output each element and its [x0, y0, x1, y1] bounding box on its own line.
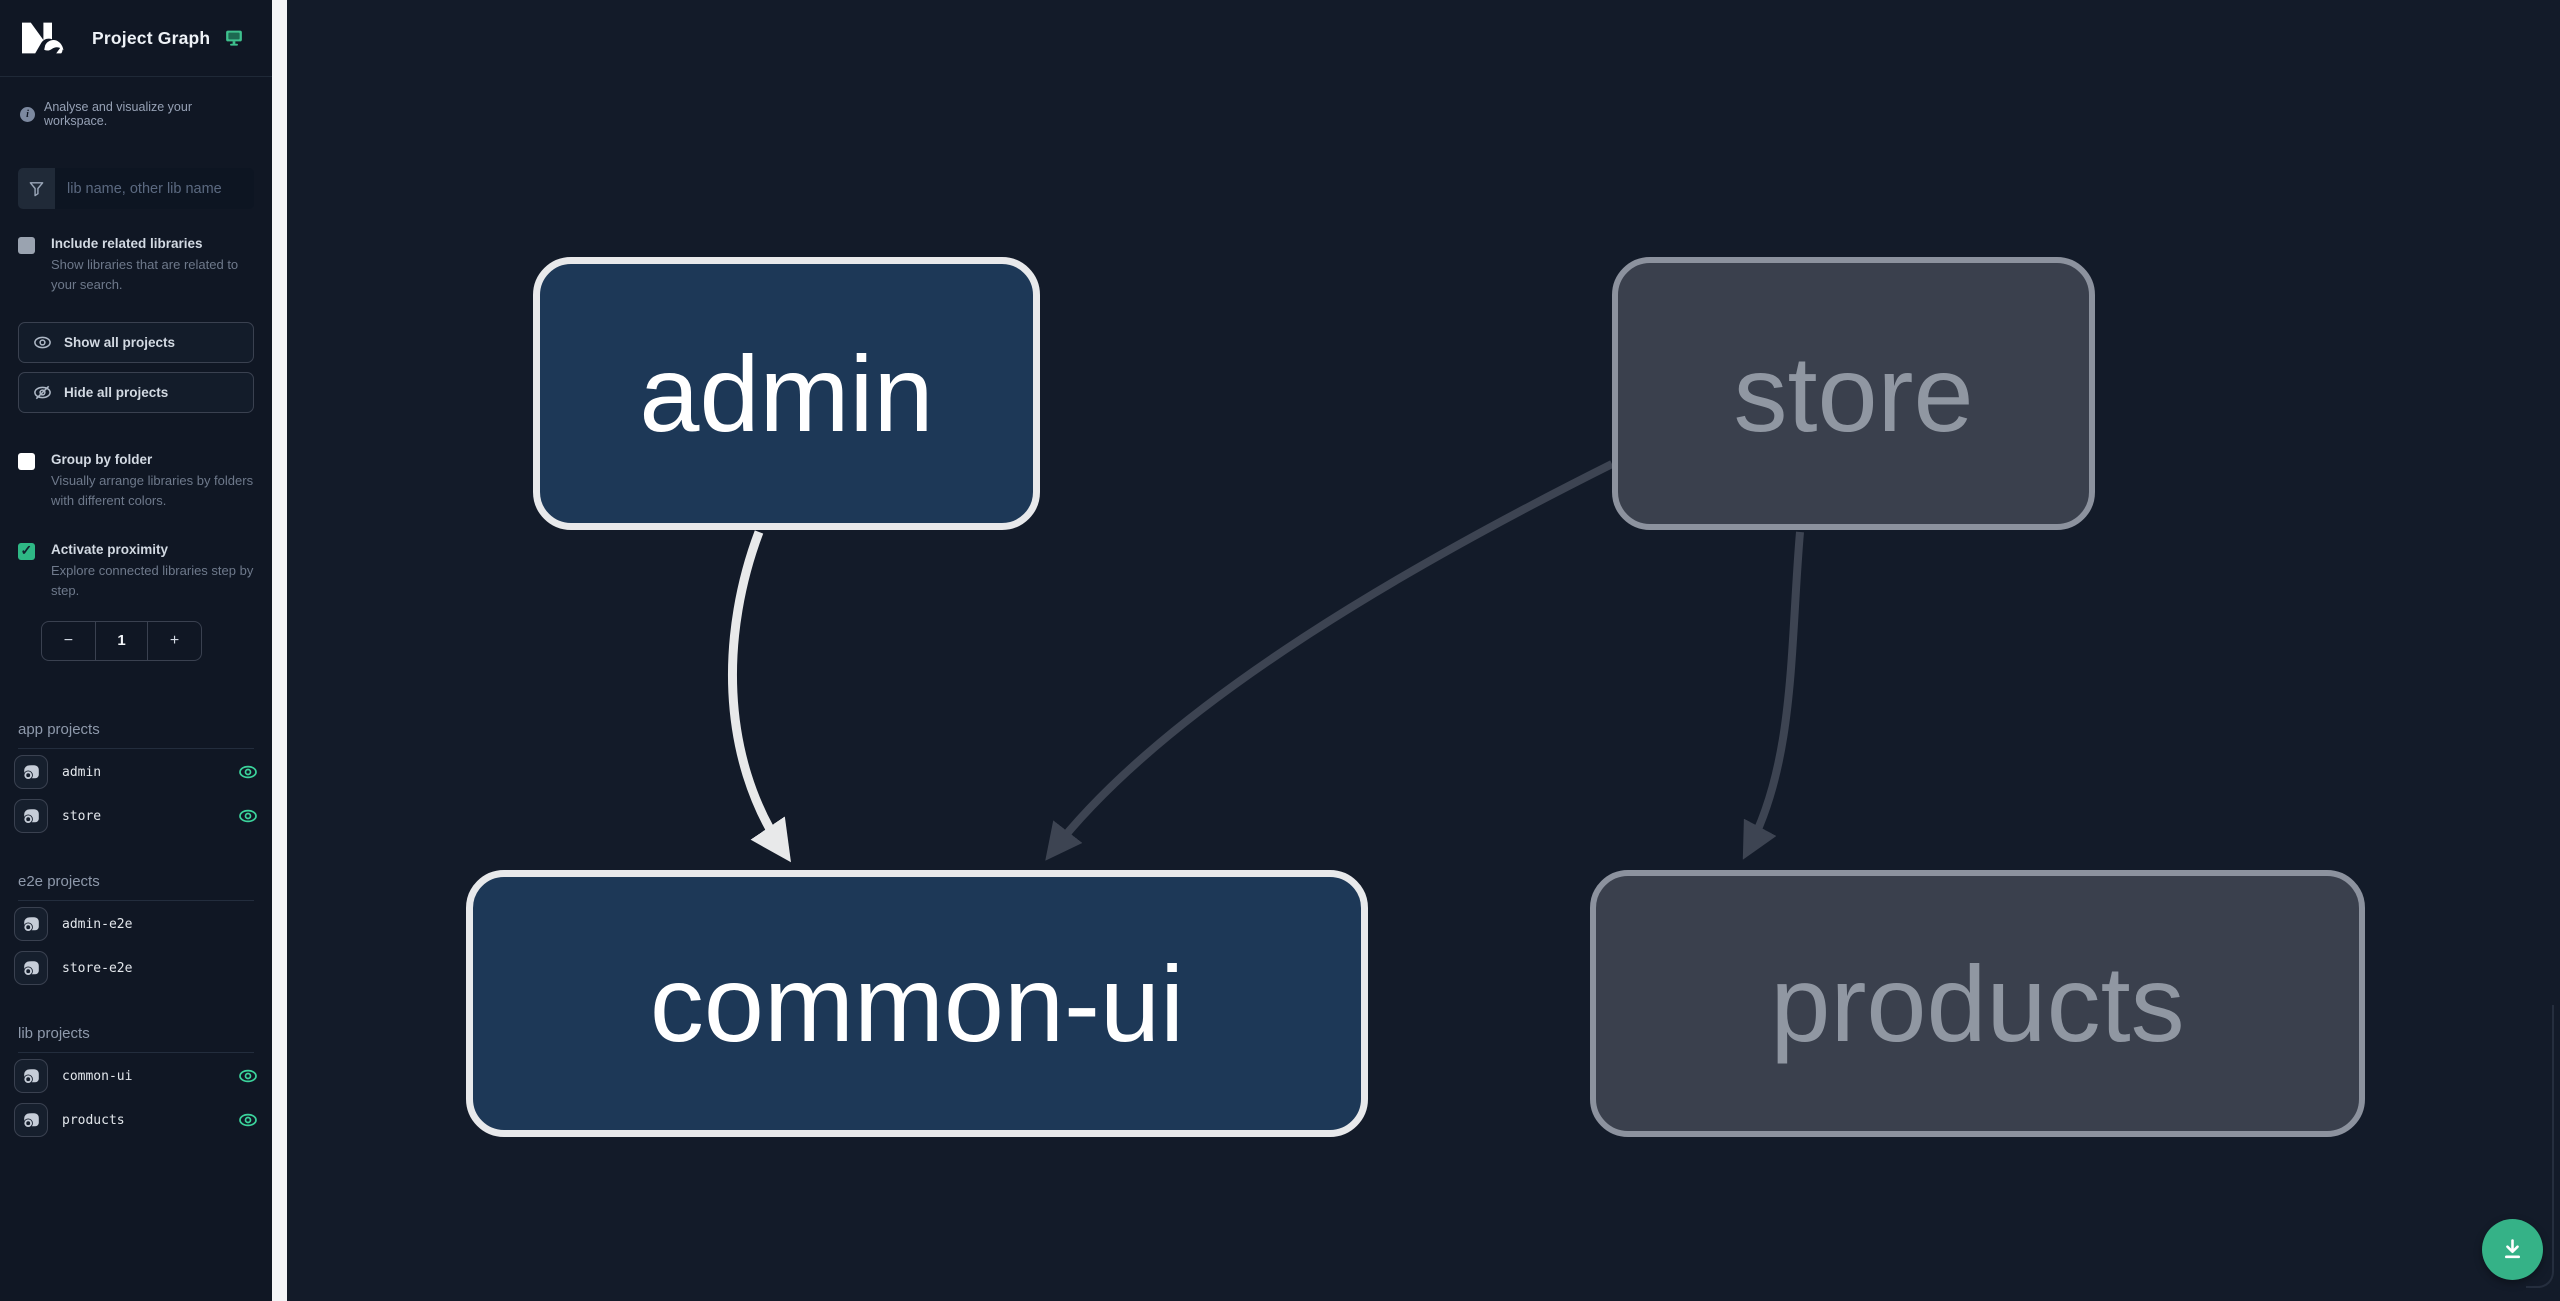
proximity-stepper: − 1 + [41, 620, 202, 661]
activate-proximity-row: Activate proximity Explore connected lib… [18, 542, 254, 601]
group-by-folder-row: Group by folder Visually arrange librari… [18, 452, 254, 511]
node-label: store [1733, 333, 1974, 454]
filter-icon [18, 168, 55, 209]
include-related-description: Show libraries that are related to your … [51, 257, 239, 293]
eye-icon [239, 1114, 257, 1127]
nx-logo [22, 22, 64, 54]
group-by-folder-checkbox[interactable] [18, 453, 35, 471]
search-input[interactable] [55, 168, 254, 209]
tagline: i Analyse and visualize your workspace. [20, 100, 252, 128]
sidebar: Project Graph i Analyse and visualize yo… [0, 0, 272, 1301]
focus-project-button[interactable] [14, 951, 48, 986]
node-products[interactable]: products [1590, 870, 2365, 1137]
focus-icon [23, 1113, 39, 1129]
hide-all-projects-button[interactable]: Hide all projects [18, 372, 254, 414]
include-related-label: Include related libraries [51, 236, 203, 251]
proximity-increment-button[interactable]: + [147, 621, 201, 660]
activate-proximity-description: Explore connected libraries step by step… [51, 562, 254, 598]
toggle-visibility-button[interactable] [238, 1066, 258, 1086]
node-store[interactable]: store [1612, 257, 2095, 530]
proximity-value[interactable]: 1 [94, 621, 147, 660]
eye-off-icon [34, 386, 51, 400]
monitor-icon[interactable] [225, 29, 243, 47]
toggle-visibility-button[interactable] [238, 762, 258, 782]
focus-project-button[interactable] [14, 1059, 48, 1094]
focus-project-button[interactable] [14, 1103, 48, 1138]
search-box [18, 168, 254, 209]
tagline-text: Analyse and visualize your workspace. [44, 100, 192, 128]
sidebar-divider [272, 0, 287, 1301]
activate-proximity-checkbox[interactable] [18, 542, 35, 560]
project-row-common-ui[interactable]: common-ui [14, 1056, 258, 1097]
project-name: store [62, 808, 102, 824]
project-name: admin-e2e [62, 916, 133, 932]
proximity-decrement-button[interactable]: − [42, 622, 95, 660]
include-related-row: Include related libraries Show libraries… [18, 236, 254, 295]
section-header-e2e-projects: e2e projects [18, 873, 254, 901]
show-all-projects-button[interactable]: Show all projects [18, 322, 254, 364]
app-title: Project Graph [92, 27, 211, 48]
node-admin[interactable]: admin [533, 257, 1040, 530]
download-icon [2505, 1239, 2520, 1259]
node-label: admin [639, 333, 934, 454]
focus-project-button[interactable] [14, 799, 48, 834]
project-name: store-e2e [62, 960, 133, 976]
show-all-projects-label: Show all projects [64, 335, 176, 351]
project-row-admin[interactable]: admin [14, 752, 258, 793]
focus-icon [23, 1069, 39, 1085]
info-icon: i [20, 106, 35, 122]
hide-all-projects-label: Hide all projects [64, 385, 169, 401]
node-label: common-ui [649, 943, 1185, 1064]
group-by-folder-description: Visually arrange libraries by folders wi… [51, 473, 254, 509]
group-by-folder-label: Group by folder [51, 452, 153, 468]
eye-icon [239, 810, 257, 823]
focus-icon [23, 961, 39, 977]
project-name: admin [62, 764, 102, 780]
node-label: products [1770, 943, 2185, 1064]
sidebar-header: Project Graph [0, 0, 272, 77]
section-header-app-projects: app projects [18, 721, 254, 749]
project-row-store[interactable]: store [14, 796, 258, 837]
focus-project-button[interactable] [14, 907, 48, 942]
project-row-products[interactable]: products [14, 1100, 258, 1141]
node-common-ui[interactable]: common-ui [466, 870, 1368, 1137]
eye-icon [239, 1070, 257, 1083]
focus-icon [23, 809, 39, 825]
focus-icon [23, 765, 39, 781]
project-name: common-ui [62, 1068, 133, 1084]
activate-proximity-label: Activate proximity [51, 541, 169, 557]
toggle-visibility-button[interactable] [238, 806, 258, 826]
section-header-lib-projects: lib projects [18, 1025, 254, 1053]
eye-icon [34, 336, 51, 349]
download-button[interactable] [2482, 1219, 2543, 1280]
eye-icon [239, 766, 257, 779]
project-row-admin-e2e[interactable]: admin-e2e [14, 904, 258, 945]
toggle-visibility-button[interactable] [238, 1110, 258, 1130]
project-name: products [62, 1112, 125, 1128]
focus-project-button[interactable] [14, 755, 48, 790]
canvas-corner-border [2526, 1005, 2554, 1288]
focus-icon [23, 917, 39, 933]
project-row-store-e2e[interactable]: store-e2e [14, 948, 258, 989]
include-related-checkbox[interactable] [18, 237, 35, 254]
